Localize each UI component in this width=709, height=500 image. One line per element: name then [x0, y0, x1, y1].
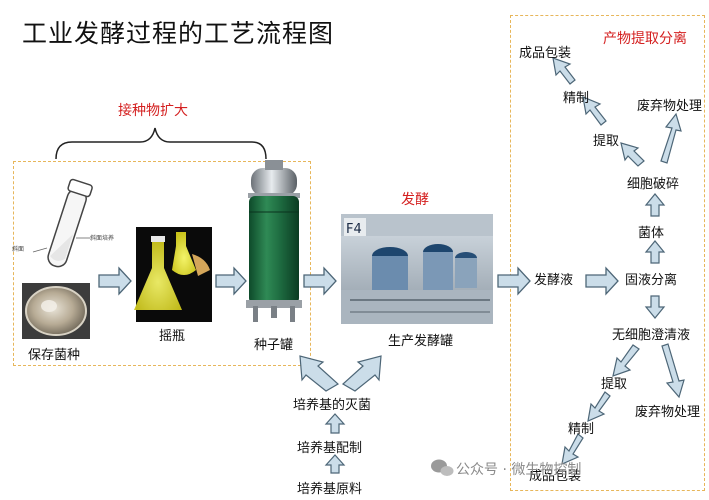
- product-top-label: 成品包装: [519, 46, 572, 61]
- petri-dish-icon: [22, 283, 90, 339]
- stock-culture-label: 保存菌种: [28, 348, 81, 363]
- arrow-clear-to-waste: [661, 343, 685, 399]
- inoculation-group-box: [13, 161, 311, 366]
- product-bottom-label: 成品包装: [529, 469, 582, 484]
- extract-bottom-label: 提取: [601, 377, 628, 392]
- arrow-extract-to-refine: [582, 96, 607, 126]
- arrow-clear-to-extract: [612, 344, 640, 377]
- medium-preparation-label: 培养基配制: [297, 441, 363, 456]
- refine-bottom-label: 精制: [568, 422, 595, 437]
- arrow-preparation-to-sterilization: [324, 413, 346, 434]
- page-title: 工业发酵过程的工艺流程图: [22, 19, 335, 48]
- wechat-icon: [431, 459, 454, 476]
- fermentation-section-label: 发酵: [401, 192, 429, 208]
- arrow-refine-to-product: [552, 57, 576, 85]
- seed-tank-icon: [246, 160, 302, 322]
- extraction-section-label: 产物提取分离: [603, 31, 687, 47]
- inoculation-section-label: 接种物扩大: [118, 103, 188, 119]
- flow-arrows: [98, 57, 685, 474]
- arrow-broth-to-separation: [585, 266, 619, 296]
- cells-label: 菌体: [638, 226, 665, 241]
- arrow-cells-to-disruption: [644, 193, 666, 217]
- shake-flask-label: 摇瓶: [159, 329, 186, 344]
- tube-label-right: 斜面培养: [90, 235, 115, 242]
- arrow-disruption-to-waste: [660, 112, 682, 164]
- extract-top-label: 提取: [593, 134, 620, 149]
- clear-liquid-label: 无细胞澄清液: [612, 328, 691, 343]
- arrow-extract-to-refine-lower: [587, 391, 611, 422]
- production-tank-label: 生产发酵罐: [388, 334, 454, 349]
- arrow-flask-to-seed: [215, 266, 247, 296]
- arrow-separation-to-cells: [644, 240, 666, 264]
- arrow-production-to-broth: [497, 266, 531, 296]
- arrow-seed-to-production: [303, 266, 337, 296]
- shake-flask-photo: [134, 227, 212, 322]
- arrow-disruption-to-extract: [620, 142, 645, 167]
- test-tube-icon: [32, 178, 93, 268]
- medium-raw-materials-label: 培养基原料: [297, 482, 363, 497]
- tube-label-left: 斜面: [12, 246, 25, 253]
- arrow-separation-to-clear-liquid: [644, 295, 666, 319]
- separation-label: 固液分离: [625, 273, 678, 288]
- extraction-group-box: [510, 15, 705, 491]
- production-plant-photo: F4: [341, 214, 493, 324]
- seed-tank-label: 种子罐: [254, 338, 294, 353]
- refine-top-label: 精制: [563, 91, 590, 106]
- arrow-sterilization-to-production: [341, 355, 382, 392]
- inoculation-brace: [55, 127, 267, 160]
- cell-disruption-label: 细胞破碎: [627, 177, 680, 192]
- arrow-refine-to-product-lower: [561, 433, 584, 465]
- arrow-raw-to-preparation: [324, 454, 346, 474]
- arrow-sterilization-to-seed: [299, 355, 340, 392]
- broth-label: 发酵液: [534, 273, 574, 288]
- waste-top-label: 废弃物处理: [637, 99, 703, 114]
- medium-sterilization-label: 培养基的灭菌: [293, 398, 372, 413]
- tank-plate-text: F4: [346, 222, 362, 237]
- waste-bottom-label: 废弃物处理: [635, 405, 701, 420]
- watermark-text: 公众号 · 微生物控制: [456, 462, 582, 478]
- arrow-stock-to-flask: [98, 266, 132, 296]
